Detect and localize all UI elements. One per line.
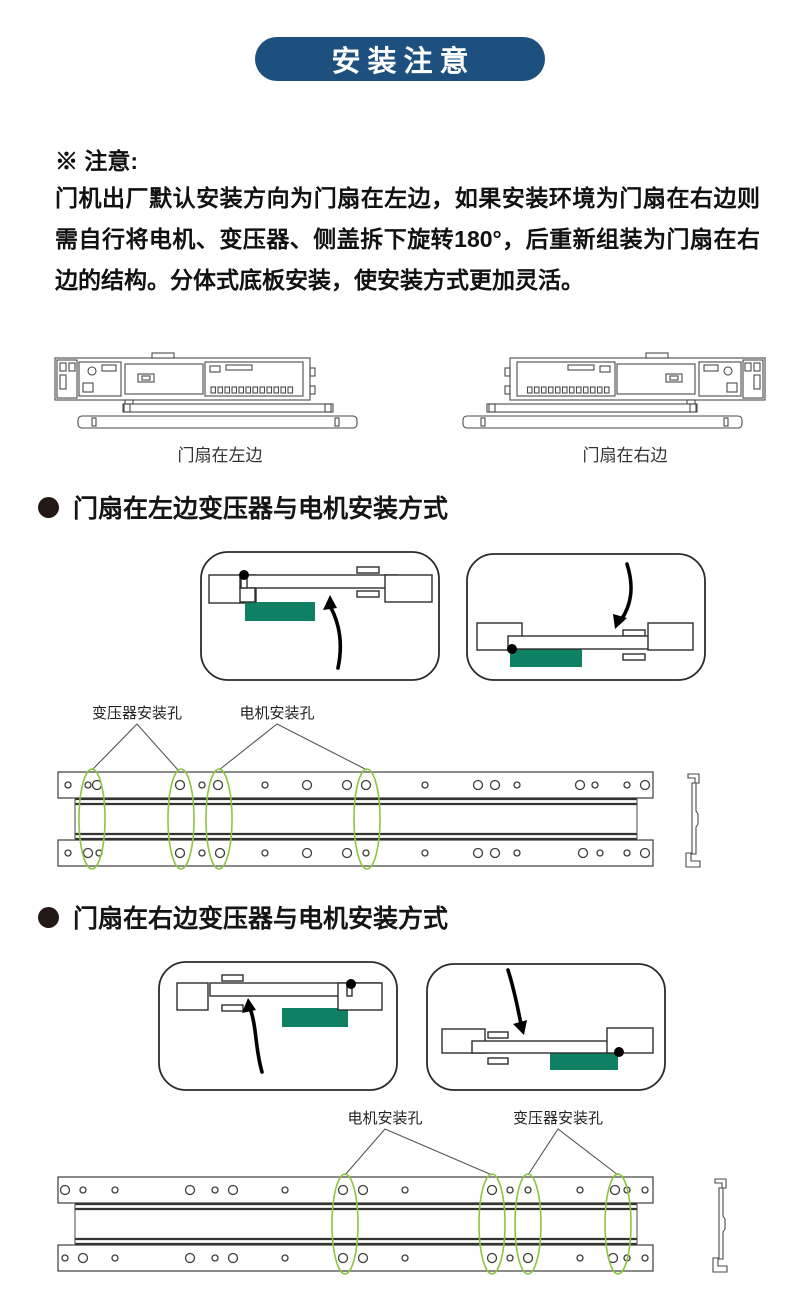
sec1-rotate-up-diagram [200,551,440,681]
door-unit-right-group [462,352,766,429]
door-unit-left-group [54,352,358,429]
notice-label: ※ 注意: [55,148,139,174]
sec1-rotate-down-diagram [466,553,706,681]
section1-heading-text: 门扇在左边变压器与电机安装方式 [73,495,449,523]
sec1-label-motor-holes: 电机安装孔 [239,705,314,722]
sec1-baseplate-drawing: 变压器安装孔 电机安装孔 [57,705,701,870]
sec2-label-motor-holes: 电机安装孔 [347,1110,422,1127]
terminal-strip [210,386,294,394]
door-unit-right-drawing [462,352,766,429]
sec2-rotate-down-diagram [426,963,666,1091]
bullet-icon [38,496,59,518]
notice-body: 门机出厂默认安装方向为门扇在左边，如果安装环境为门扇在右边则需自行将电机、变压器… [55,185,760,293]
baseplate-rail [57,1173,654,1275]
caption-door-right: 门扇在右边 [582,446,668,465]
sec2-rotate-up-diagram [158,961,398,1091]
caption-door-left: 门扇在左边 [177,446,263,465]
section1-heading: 门扇在左边变压器与电机安装方式 [38,489,448,525]
title-banner: 安装注意 [255,37,545,81]
baseplate-rail [57,768,654,870]
section2-heading-text: 门扇在右边变压器与电机安装方式 [73,905,449,933]
sec2-label-transformer-holes: 变压器安装孔 [513,1110,603,1127]
rail-end-profile [712,1178,728,1273]
rail2-holes [59,1184,649,1264]
page-title: 安装注意 [331,46,476,78]
terminal-strip [526,386,610,394]
door-unit-left-drawing [54,352,358,429]
bullet-icon [38,906,59,928]
section2-heading: 门扇在右边变压器与电机安装方式 [38,899,448,935]
sec1-label-transformer-holes: 变压器安装孔 [92,705,182,722]
sec2-baseplate-drawing: 电机安装孔 变压器安装孔 [57,1110,728,1275]
rail-end-profile [685,773,701,868]
